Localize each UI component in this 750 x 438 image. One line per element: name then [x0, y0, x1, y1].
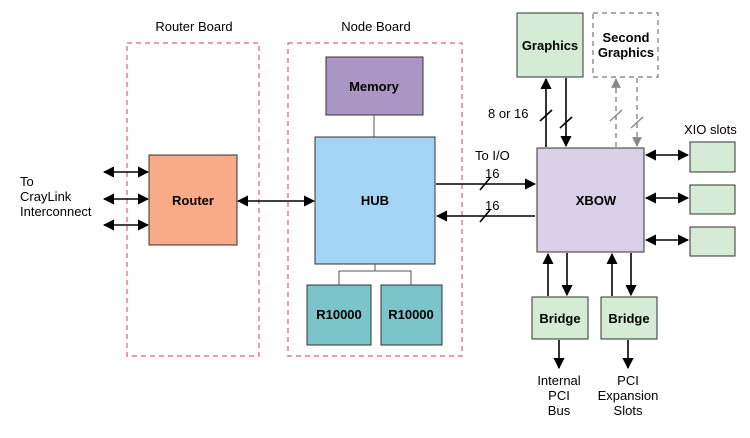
xbow-label: XBOW: [576, 193, 617, 208]
width-tick-bottom: [479, 209, 491, 223]
craylink-label-1: To: [20, 174, 34, 189]
router-block: [148, 154, 238, 246]
width-tick-top: [479, 177, 491, 191]
graphics-label: Graphics: [522, 38, 578, 53]
pci-expansion-label-2: Expansion: [598, 388, 659, 403]
second-graphics-label-1: Second: [603, 30, 650, 45]
to-io-label: To I/O: [475, 148, 510, 163]
second-graphics-tick-2: [630, 116, 644, 129]
pci-expansion-label-1: PCI: [617, 373, 639, 388]
xio-slots-label: XIO slots: [684, 122, 737, 137]
cpu-block-1: [306, 284, 372, 346]
width-label-bottom: 16: [485, 198, 499, 213]
xio-slot-2: [689, 184, 736, 215]
hub-cpu-connector-2: [375, 270, 412, 285]
bridge-block-1: [531, 296, 589, 340]
width-label-8-or-16: 8 or 16: [488, 106, 528, 121]
xio-slot-3: [689, 226, 736, 257]
hub-block: [314, 136, 436, 265]
xio-slot-1: [689, 141, 736, 173]
graphics-tick-2: [559, 116, 573, 129]
second-graphics-label-2: Graphics: [598, 45, 654, 60]
cpu-block-2: [380, 284, 443, 346]
internal-pci-label-2: PCI: [548, 388, 570, 403]
width-label-top: 16: [485, 166, 499, 181]
internal-pci-label-1: Internal: [537, 373, 580, 388]
memory-label: Memory: [349, 79, 400, 94]
router-board-label: Router Board: [155, 19, 232, 34]
second-graphics-tick-1: [609, 109, 623, 122]
craylink-label-3: Interconnect: [20, 204, 92, 219]
bridge-block-2: [600, 296, 658, 340]
hub-label: HUB: [361, 193, 389, 208]
node-board-label: Node Board: [341, 19, 410, 34]
internal-pci-label-3: Bus: [548, 403, 571, 418]
hub-cpu-connector: [338, 264, 376, 285]
graphics-tick-1: [539, 109, 553, 122]
pci-expansion-label-3: Slots: [614, 403, 643, 418]
bridge-label-1: Bridge: [539, 311, 580, 326]
bridge-label-2: Bridge: [608, 311, 649, 326]
cpu-label-1: R10000: [316, 307, 362, 322]
graphics-block: [516, 12, 584, 78]
second-graphics-block: [592, 12, 659, 78]
router-label: Router: [172, 193, 214, 208]
xbow-block: [536, 147, 645, 253]
craylink-label-2: CrayLink: [20, 189, 72, 204]
cpu-label-2: R10000: [388, 307, 434, 322]
